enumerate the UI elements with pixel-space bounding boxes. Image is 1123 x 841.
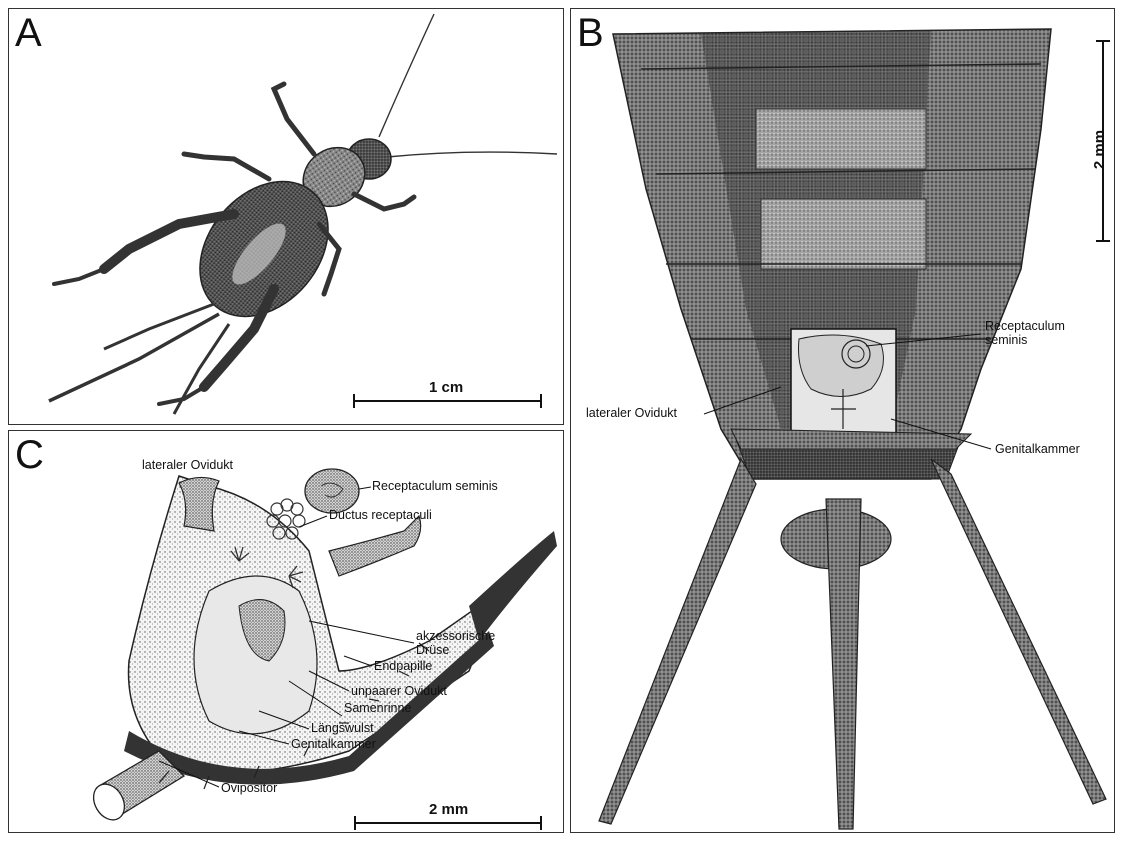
panel-c-label-laengswulst: Längswulst [311,721,374,735]
panel-b-label-receptaculum: Receptaculum seminis [985,319,1065,348]
panel-c-label-genitalkammer: Genitalkammer [291,737,376,751]
panel-b-label-genitalkammer: Genitalkammer [995,442,1080,456]
panel-c-genital-schematic: C [8,430,564,833]
panel-c-label-samenrinne: Samenrinne [344,701,411,715]
panel-a-scale-label: 1 cm [429,379,463,396]
panel-a-cricket: A [8,8,564,425]
cricket-illustration [9,9,564,425]
panel-b-abdomen: B [570,8,1115,833]
panel-b-label-lateral-ovidukt: lateraler Ovidukt [586,406,677,420]
panel-c-label-unpaarer: unpaarer Ovidukt [351,684,447,698]
panel-c-scale-label: 2 mm [429,801,468,818]
abdomen-illustration [571,9,1115,833]
panel-b-scale-label: 2 mm [1091,130,1108,169]
panel-c-label-lateral-ovidukt: lateraler Ovidukt [142,458,233,472]
panel-c-label-endpapille: Endpapille [374,659,432,673]
panel-c-label-ductus: Ductus receptaculi [329,508,432,522]
panel-c-label-ovipositor: Ovipositor [221,781,277,795]
panel-c-label-akzessorische: akzessorische Drüse [416,629,495,658]
panel-c-label-receptaculum: Receptaculum seminis [372,479,498,493]
